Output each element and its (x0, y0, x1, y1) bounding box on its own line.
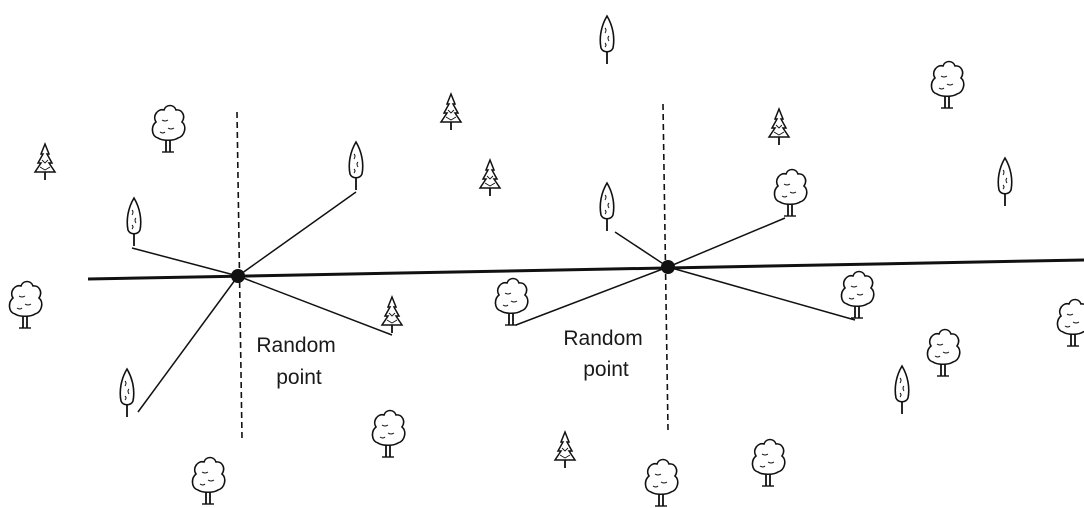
broadleaf-tree-icon (773, 168, 808, 217)
distance-line (667, 266, 856, 321)
label-line: Random (256, 334, 335, 357)
broadleaf-tree-icon (644, 458, 679, 507)
distance-line (137, 275, 239, 413)
cypress-tree-icon (599, 15, 615, 65)
cypress-tree-icon (126, 197, 142, 247)
label-line: point (583, 358, 629, 381)
broadleaf-tree-icon (1056, 298, 1084, 347)
conifer-tree-icon (554, 431, 576, 469)
distance-line (667, 217, 786, 268)
label-line: point (276, 366, 322, 389)
random-point-1-label: Random point (256, 334, 341, 389)
cypress-tree-icon (348, 141, 364, 191)
conifer-tree-icon (381, 296, 403, 334)
random-point-1 (231, 269, 245, 283)
broadleaf-tree-icon (926, 328, 961, 377)
random-point-2 (661, 260, 675, 274)
conifer-tree-icon (440, 93, 462, 131)
broadleaf-tree-icon (751, 438, 786, 487)
conifer-tree-icon (479, 159, 501, 197)
broadleaf-tree-icon (8, 280, 43, 329)
broadleaf-tree-icon (840, 270, 875, 319)
random-point-2-label: Random point (563, 327, 648, 381)
cypress-tree-icon (599, 182, 615, 232)
label-line: Random (563, 327, 642, 350)
trees (8, 15, 1084, 507)
broadleaf-tree-icon (494, 277, 529, 326)
distance-line (131, 247, 239, 277)
broadleaf-tree-icon (930, 60, 965, 109)
conifer-tree-icon (34, 143, 56, 181)
distance-line (515, 266, 669, 326)
transect-line (87, 258, 1084, 281)
broadleaf-tree-icon (371, 409, 406, 458)
conifer-tree-icon (768, 108, 790, 146)
cypress-tree-icon (894, 365, 910, 415)
broadleaf-tree-icon (191, 456, 226, 505)
distance-line (614, 231, 669, 268)
broadleaf-tree-icon (151, 104, 186, 153)
cypress-tree-icon (119, 368, 135, 418)
distance-line (237, 275, 393, 336)
distance-line (237, 191, 357, 277)
cypress-tree-icon (997, 157, 1013, 207)
